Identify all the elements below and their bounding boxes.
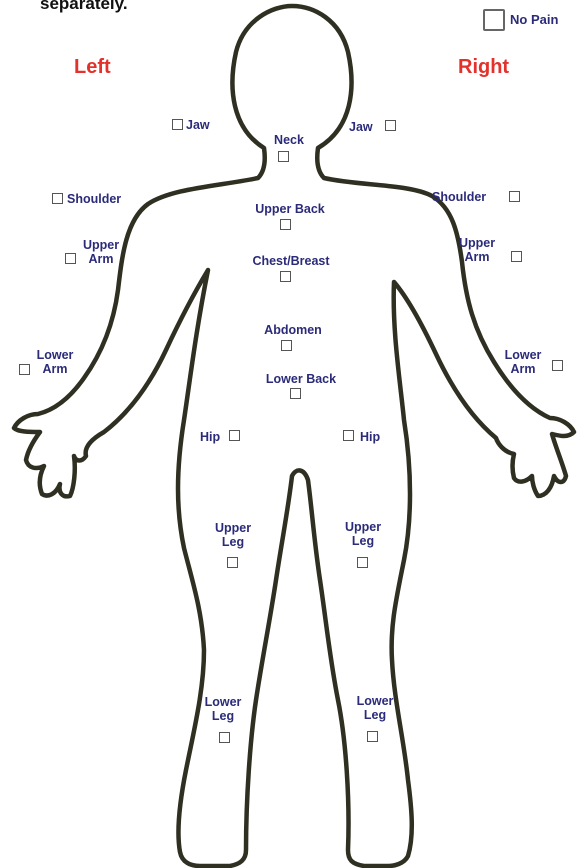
right-jaw-label: Jaw [349,120,373,134]
left-shoulder-checkbox[interactable] [52,193,63,204]
upper-back-label: Upper Back [240,202,340,216]
left-upper-arm-label-line1: Upper [80,238,122,252]
right-lower-leg-label: Lower Leg [350,694,400,722]
left-lower-arm-label: Lower Arm [34,348,76,376]
right-upper-arm-checkbox[interactable] [511,251,522,262]
right-lower-arm-label-line2: Arm [500,362,546,376]
left-jaw-label: Jaw [186,118,210,132]
right-lower-leg-label-line2: Leg [350,708,400,722]
lower-back-label: Lower Back [246,372,356,386]
left-lower-leg-label-line1: Lower [200,695,246,709]
no-pain-checkbox[interactable] [483,9,505,31]
abdomen-label: Abdomen [248,323,338,337]
right-lower-arm-label-line1: Lower [500,348,546,362]
left-upper-leg-label-line2: Leg [210,535,256,549]
left-hip-label: Hip [200,430,220,444]
instruction-text: separately. [40,0,128,14]
chest-breast-checkbox[interactable] [280,271,291,282]
right-shoulder-checkbox[interactable] [509,191,520,202]
chest-breast-label: Chest/Breast [236,254,346,268]
left-upper-leg-checkbox[interactable] [227,557,238,568]
right-lower-leg-checkbox[interactable] [367,731,378,742]
right-shoulder-label: Shoulder [432,190,486,204]
right-lower-arm-label: Lower Arm [500,348,546,376]
left-upper-arm-checkbox[interactable] [65,253,76,264]
left-upper-leg-label: Upper Leg [210,521,256,549]
right-upper-leg-label-line2: Leg [338,534,388,548]
no-pain-label: No Pain [510,12,558,27]
right-upper-leg-label-line1: Upper [338,520,388,534]
right-lower-arm-checkbox[interactable] [552,360,563,371]
left-jaw-checkbox[interactable] [172,119,183,130]
left-upper-arm-label-line2: Arm [80,252,122,266]
right-upper-arm-label-line1: Upper [456,236,498,250]
left-side-label: Left [74,56,111,79]
neck-checkbox[interactable] [278,151,289,162]
right-upper-leg-checkbox[interactable] [357,557,368,568]
left-lower-arm-label-line2: Arm [34,362,76,376]
right-jaw-checkbox[interactable] [385,120,396,131]
right-upper-arm-label: Upper Arm [456,236,498,264]
right-side-label: Right [458,56,509,79]
right-hip-checkbox[interactable] [343,430,354,441]
left-lower-leg-label: Lower Leg [200,695,246,723]
right-upper-leg-label: Upper Leg [338,520,388,548]
upper-back-checkbox[interactable] [280,219,291,230]
lower-back-checkbox[interactable] [290,388,301,399]
left-upper-leg-label-line1: Upper [210,521,256,535]
right-upper-arm-label-line2: Arm [456,250,498,264]
right-hip-label: Hip [360,430,380,444]
left-hip-checkbox[interactable] [229,430,240,441]
left-lower-leg-checkbox[interactable] [219,732,230,743]
abdomen-checkbox[interactable] [281,340,292,351]
neck-label: Neck [263,133,315,147]
left-shoulder-label: Shoulder [67,192,121,206]
left-upper-arm-label: Upper Arm [80,238,122,266]
left-lower-arm-label-line1: Lower [34,348,76,362]
left-lower-leg-label-line2: Leg [200,709,246,723]
left-lower-arm-checkbox[interactable] [19,364,30,375]
right-lower-leg-label-line1: Lower [350,694,400,708]
